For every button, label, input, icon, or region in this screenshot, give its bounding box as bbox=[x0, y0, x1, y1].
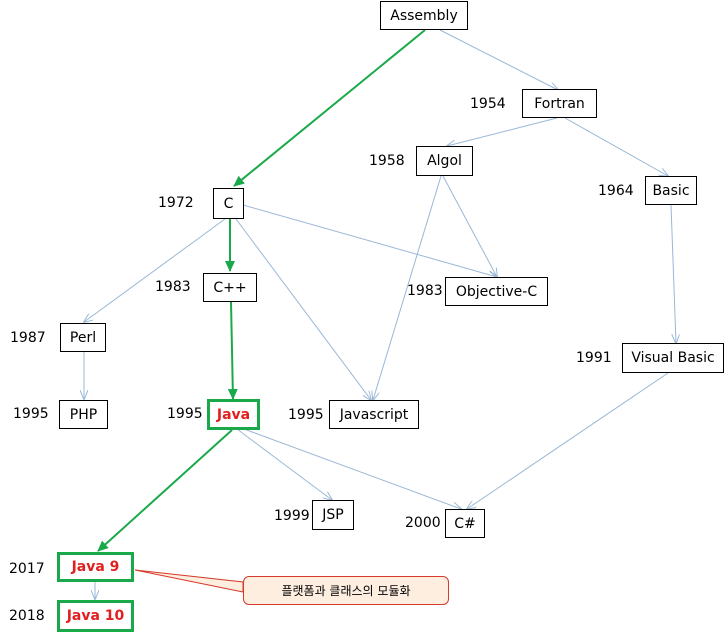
edge-fortran-basic bbox=[564, 117, 668, 176]
node-algol: Algol bbox=[416, 146, 473, 176]
node-cpp: C++ bbox=[203, 273, 257, 302]
edge-c-perl bbox=[84, 218, 226, 322]
node-objc: Objective-C bbox=[445, 277, 548, 306]
year-perl: 1987 bbox=[10, 330, 46, 346]
edge-algol-objc bbox=[442, 175, 497, 277]
year-basic: 1964 bbox=[598, 183, 634, 199]
edge-assembly-c bbox=[233, 29, 426, 187]
edge-java-java9 bbox=[97, 429, 233, 552]
node-js: Javascript bbox=[329, 400, 419, 429]
node-csharp: C# bbox=[445, 509, 485, 538]
edge-assembly-fortran bbox=[439, 29, 558, 90]
node-perl: Perl bbox=[60, 323, 106, 352]
edge-java-jsp bbox=[236, 428, 332, 500]
node-assembly: Assembly bbox=[380, 1, 468, 30]
year-c: 1972 bbox=[158, 195, 194, 211]
year-fortran: 1954 bbox=[470, 96, 506, 112]
edge-vb-csharp bbox=[467, 372, 669, 509]
edge-c-js bbox=[235, 218, 371, 400]
callout-pointer bbox=[134, 569, 244, 593]
year-jsp: 1999 bbox=[274, 508, 310, 524]
year-java9: 2017 bbox=[9, 561, 45, 577]
node-basic: Basic bbox=[645, 176, 697, 205]
year-cpp: 1983 bbox=[155, 279, 191, 295]
node-java: Java bbox=[207, 399, 260, 430]
node-jsp: JSP bbox=[312, 500, 354, 530]
year-java10: 2018 bbox=[9, 608, 45, 624]
year-vb: 1991 bbox=[576, 350, 612, 366]
callout-note: 플랫폼과 클래스의 모듈화 bbox=[243, 576, 449, 605]
edge-cpp-java bbox=[227, 301, 238, 400]
edge-basic-vb bbox=[670, 204, 676, 343]
year-java: 1995 bbox=[167, 406, 203, 422]
edge-fortran-algol bbox=[447, 117, 558, 146]
node-vb: Visual Basic bbox=[622, 343, 724, 373]
year-js: 1995 bbox=[288, 407, 324, 423]
node-fortran: Fortran bbox=[522, 89, 597, 118]
year-objc: 1983 bbox=[407, 283, 443, 299]
edge-algol-js bbox=[373, 175, 442, 400]
edge-c-objc bbox=[242, 204, 497, 277]
year-php: 1995 bbox=[13, 406, 49, 422]
node-c: C bbox=[213, 188, 244, 219]
node-java10: Java 10 bbox=[57, 600, 134, 632]
year-csharp: 2000 bbox=[405, 515, 441, 531]
node-php: PHP bbox=[59, 400, 108, 429]
node-java9: Java 9 bbox=[57, 552, 134, 582]
edge-java-csharp bbox=[243, 428, 461, 509]
year-algol: 1958 bbox=[369, 153, 405, 169]
